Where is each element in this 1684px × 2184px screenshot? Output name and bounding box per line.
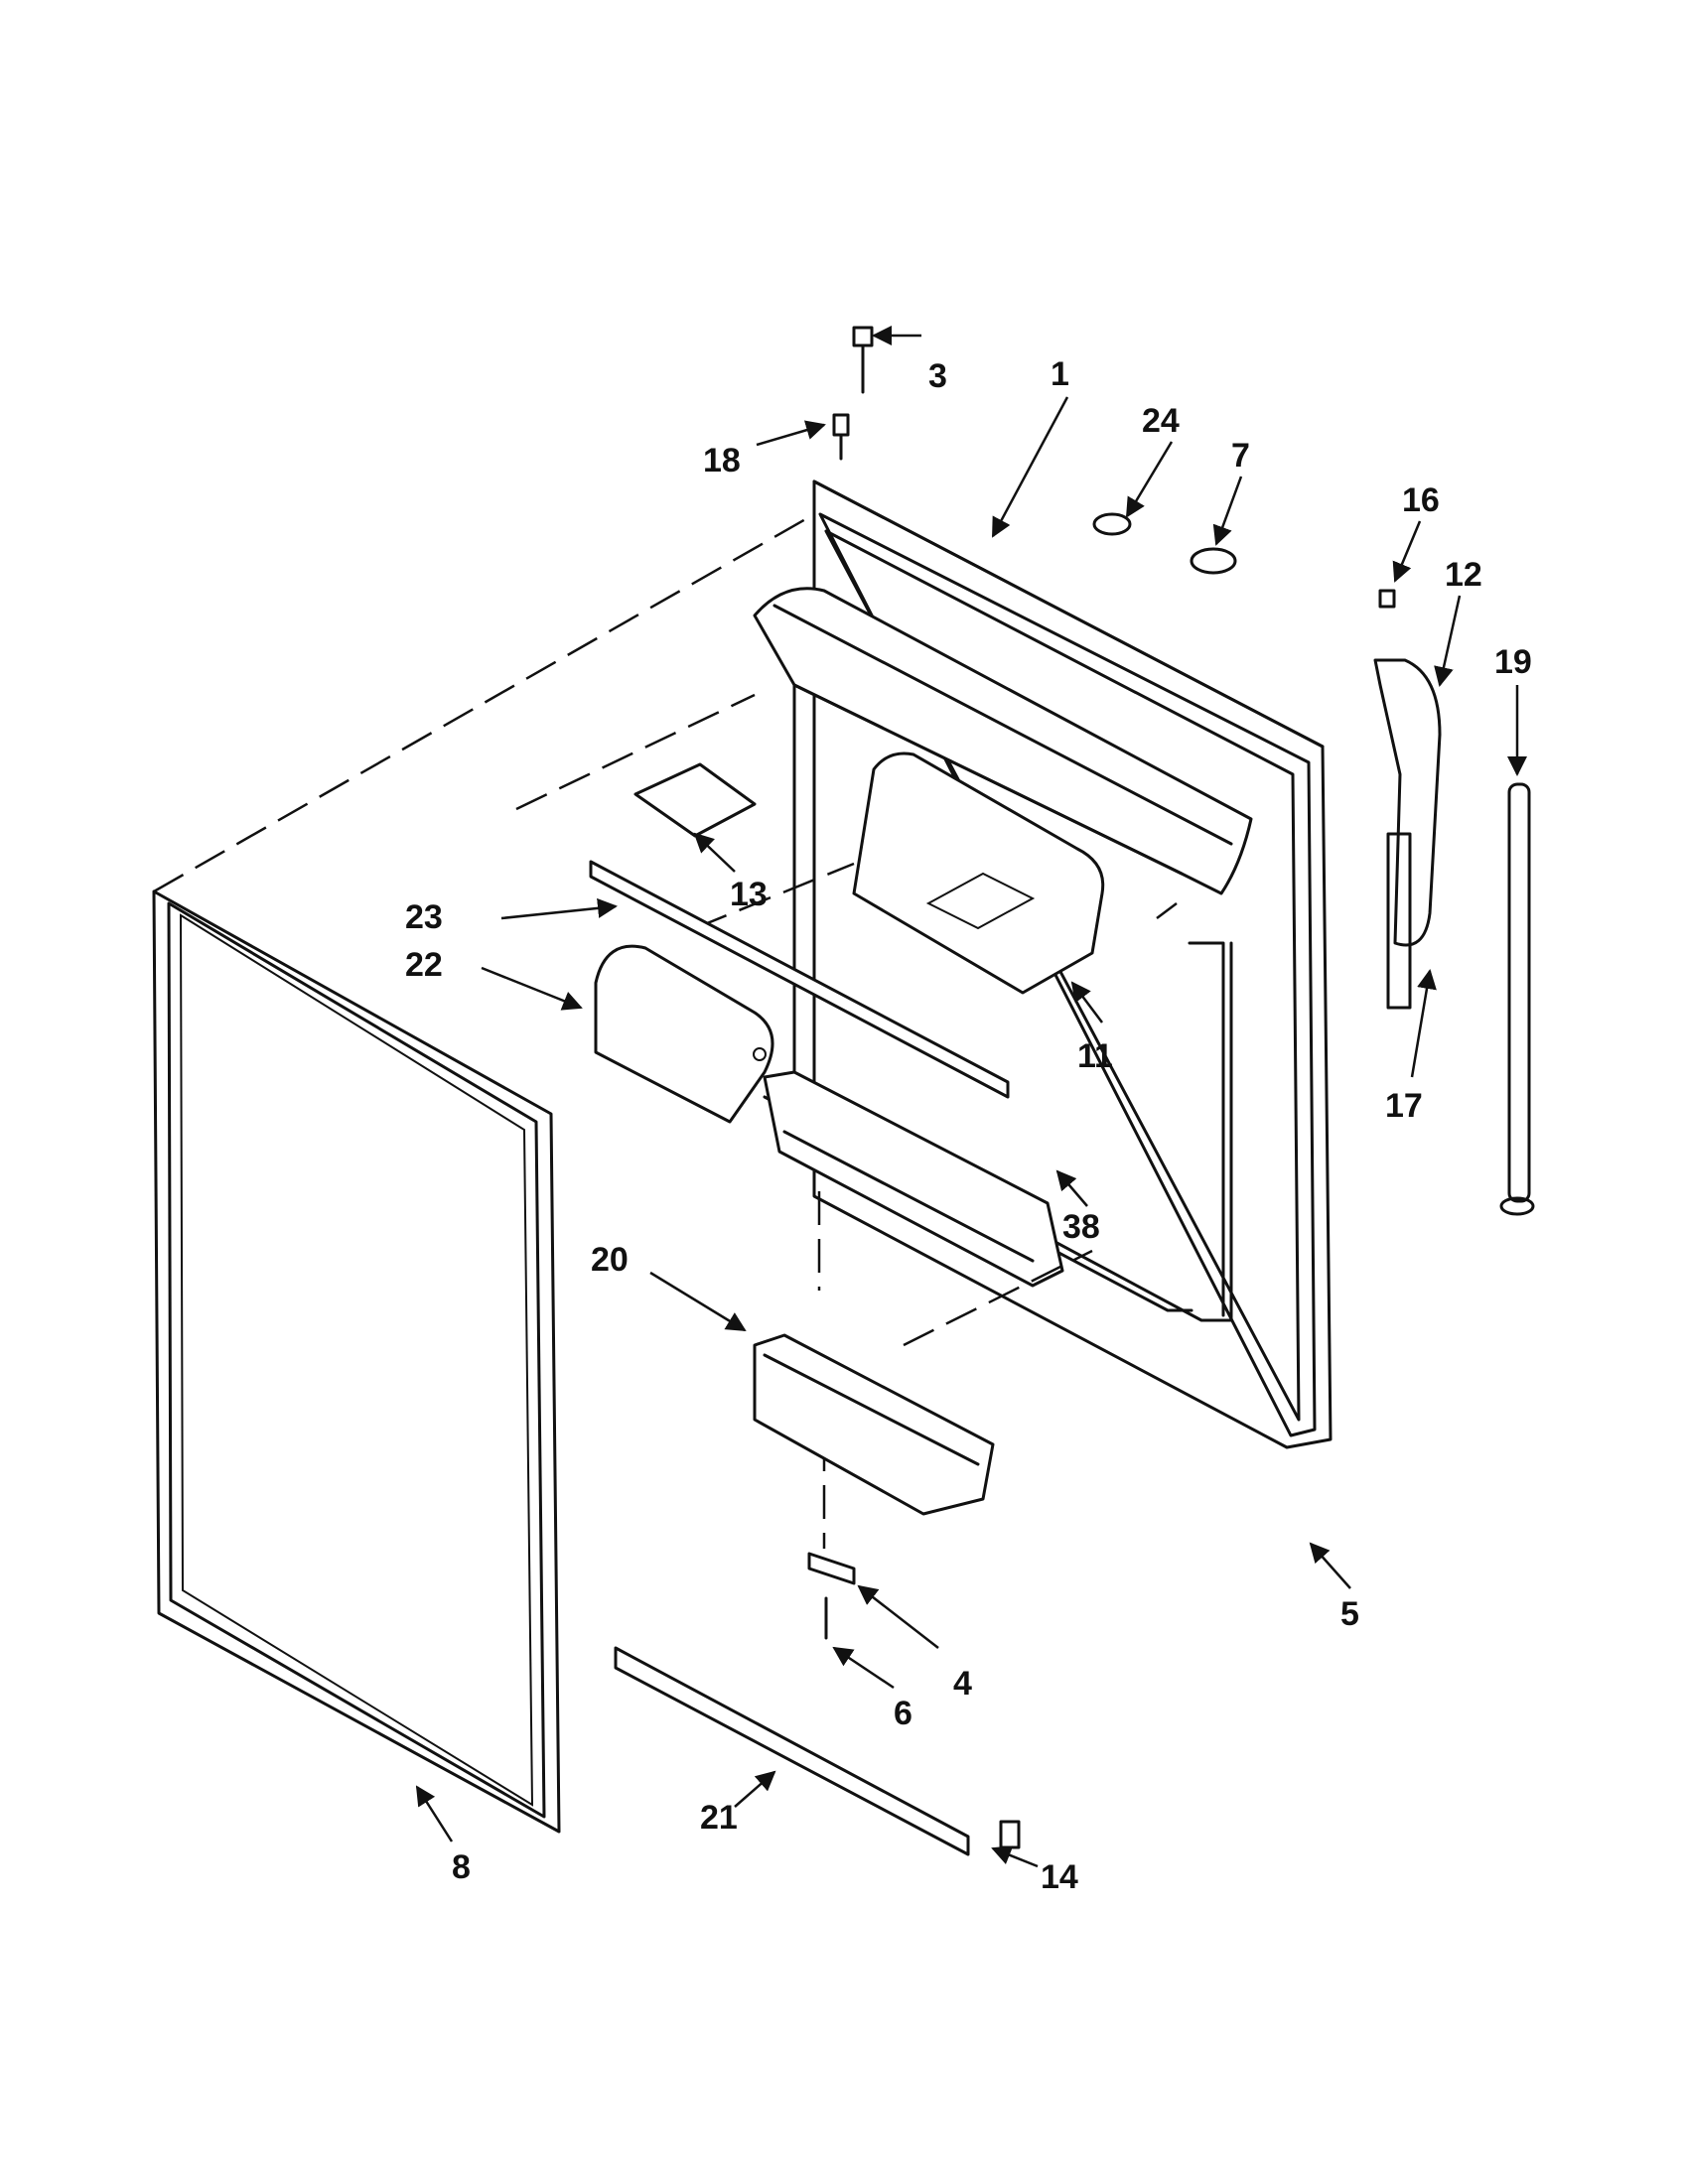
callout-6: 6 [894, 1695, 912, 1732]
callout-12: 12 [1445, 556, 1482, 594]
butter-compartment-cover [594, 944, 774, 1124]
leader-lines [415, 326, 1527, 1868]
callout-5: 5 [1340, 1595, 1359, 1633]
callout-16: 16 [1402, 481, 1440, 519]
callout-23: 23 [405, 898, 443, 936]
callout-22: 22 [405, 946, 443, 984]
screw-icon [852, 326, 874, 394]
callout-17: 17 [1385, 1087, 1423, 1125]
callout-4: 4 [953, 1665, 972, 1703]
upper-door-shelf [753, 587, 1253, 895]
callout-24: 24 [1142, 402, 1180, 440]
plug-icon [1092, 512, 1132, 536]
handle-screw-icon [1378, 589, 1396, 609]
door-stop-icon [999, 1820, 1021, 1849]
handle-trim-strip [1499, 782, 1535, 1216]
pad [633, 762, 757, 838]
callout-11: 11 [1077, 1037, 1113, 1075]
shelf-retainer-bar [589, 860, 1010, 1099]
callout-labels: 1 3 24 7 18 16 12 19 13 23 22 11 17 38 2… [405, 355, 1532, 1896]
hinge-icon [807, 1552, 856, 1585]
callout-20: 20 [591, 1241, 629, 1279]
callout-3: 3 [928, 357, 947, 395]
callout-14: 14 [1041, 1858, 1078, 1896]
door-handle [1373, 658, 1442, 1010]
callout-1: 1 [1051, 355, 1069, 393]
callout-13: 13 [730, 876, 768, 913]
door-bin [753, 1333, 995, 1516]
door-bottom-trim [614, 1646, 970, 1856]
lower-door-shelf [763, 1070, 1064, 1288]
hinge-pin-icon [832, 413, 850, 461]
dairy-compartment [852, 751, 1105, 995]
callout-18: 18 [703, 442, 741, 479]
callout-7: 7 [1231, 437, 1250, 475]
door-gasket [152, 889, 561, 1834]
cap-icon [1190, 547, 1237, 575]
callout-38: 38 [1062, 1208, 1100, 1246]
callout-8: 8 [452, 1848, 471, 1886]
callout-21: 21 [700, 1799, 738, 1837]
callout-19: 19 [1494, 643, 1532, 681]
